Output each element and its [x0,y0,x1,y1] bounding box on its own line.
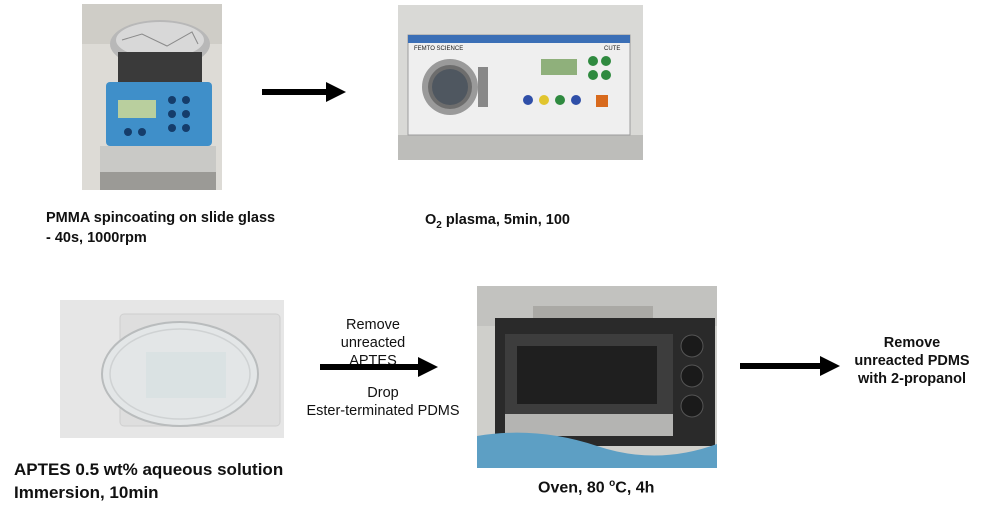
drop-pdms-line1: Drop [367,385,399,401]
oven-photo [477,286,717,468]
plasma-caption-sub: 2 [436,219,442,231]
oven-caption-sup: o [609,478,616,489]
spin-coater-photo [82,4,222,190]
plasma-cleaner-photo: FEMTO SCIENCE CUTE [398,5,643,160]
right-arrow-icon [320,357,438,377]
spincoat-caption-line2: - 40s, 1000rpm [46,230,147,246]
remove-aptes-line1: Remove [346,317,400,333]
oven-caption: Oven, 80 oC, 4h [538,474,654,498]
oven-caption-post: C, 4h [615,479,655,497]
aptes-caption-line2: Immersion, 10min [14,483,159,502]
remove-pdms-label: Remove unreacted PDMS with 2-propanol [852,334,972,388]
oven-illustration [477,286,717,468]
aptes-caption-line1: APTES 0.5 wt% aqueous solution [14,460,284,479]
plasma-caption-o: O [425,212,437,228]
device-model-label: CUTE [604,46,621,52]
spin-coater-illustration [82,4,222,190]
right-arrow-icon [262,82,346,102]
petri-dish-illustration [60,300,284,438]
device-brand-label: FEMTO SCIENCE [414,46,464,52]
remove-pdms-line1: Remove [883,335,941,351]
plasma-cleaner-illustration [398,5,643,160]
remove-pdms-line2: unreacted PDMS [854,353,970,369]
spincoat-caption: PMMA spincoating on slide glass - 40s, 1… [46,208,275,248]
remove-pdms-line3: with 2-propanol [858,371,966,387]
plasma-caption: O2 plasma, 5min, 100 [425,210,570,236]
plasma-caption-rest: plasma, 5min, 100 [441,212,570,228]
drop-pdms-line2: Ester-terminated PDMS [306,403,460,419]
right-arrow-icon [740,356,840,376]
drop-pdms-label: Drop Ester-terminated PDMS [298,384,468,420]
aptes-dish-photo [60,300,284,438]
oven-caption-pre: Oven, 80 [538,479,610,497]
spincoat-caption-line1: PMMA spincoating on slide glass [46,210,276,226]
aptes-caption: APTES 0.5 wt% aqueous solution Immersion… [14,458,283,504]
